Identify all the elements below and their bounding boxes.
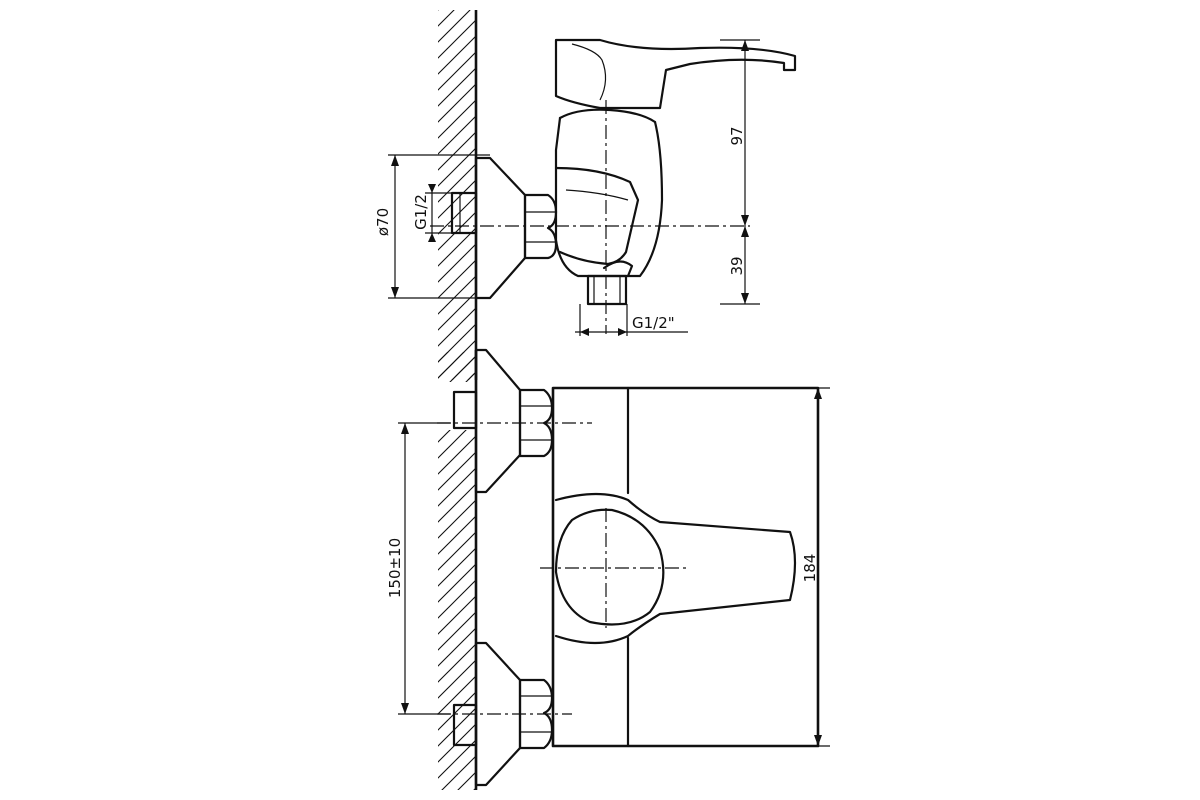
dim-39-label: 39: [728, 256, 746, 275]
front-mixer-body: [551, 386, 820, 748]
front-dimensions: [398, 387, 830, 747]
dim-97-label: 97: [728, 126, 746, 145]
dim-184-label: 184: [801, 554, 819, 583]
dim-g12-outlet-label: G1/2": [632, 314, 675, 332]
dim-diameter-70-label: ø70: [374, 208, 392, 236]
wall-front-view: [438, 350, 478, 790]
side-dimensions: [388, 39, 760, 336]
wall-side-view: [438, 10, 478, 380]
side-mixer-body: [554, 38, 797, 306]
dim-g12-inlet-label: G1/2: [412, 194, 430, 230]
dim-150-label: 150±10: [386, 538, 404, 598]
side-centerlines: [430, 100, 750, 334]
front-lower-eccentric: [452, 641, 554, 787]
front-centerlines: [437, 422, 690, 715]
